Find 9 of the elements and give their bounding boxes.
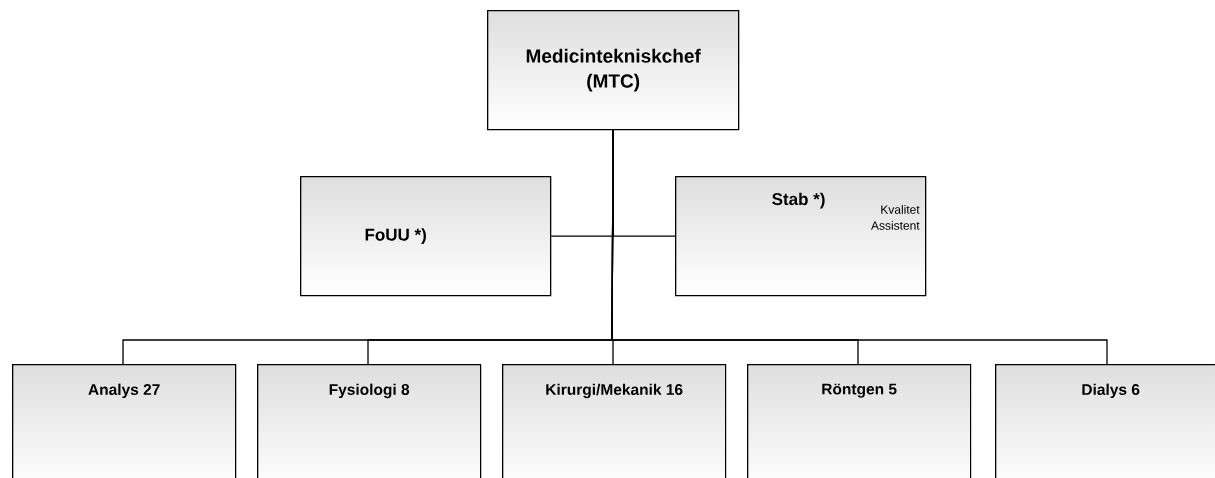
org-box: Kirurgi/Mekanik 16: [502, 364, 727, 478]
org-box: Dialys 6: [995, 364, 1215, 478]
org-box: Analys 27: [12, 364, 237, 478]
org-box: Fysiologi 8: [257, 364, 482, 478]
org-box: FoUU *): [300, 176, 552, 297]
org-box: Röntgen 5: [747, 364, 972, 478]
org-box: Stab *) Kvalitet Assistent: [675, 176, 927, 297]
connector-line: [611, 129, 1108, 365]
org-box: Medicintekniskchef (MTC): [487, 10, 740, 131]
